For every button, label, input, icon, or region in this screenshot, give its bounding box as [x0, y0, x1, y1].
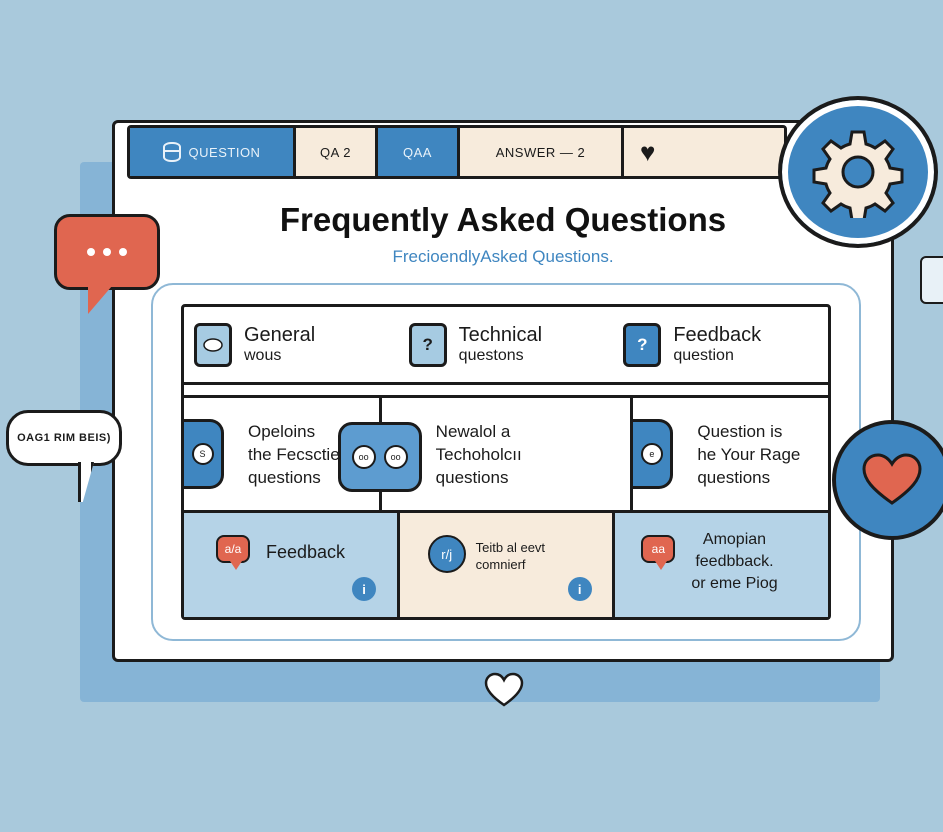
speech-bubble-icon [194, 322, 232, 367]
question-card-3[interactable]: e Question is he Your Rage questions [633, 398, 828, 510]
heart-outline-icon [484, 672, 524, 713]
toggle-icon: S [184, 419, 224, 489]
category-feedback[interactable]: ? Feedback question [613, 307, 828, 382]
typing-chat-bubble-icon [54, 214, 160, 290]
favorite-button[interactable] [832, 420, 943, 540]
category-general[interactable]: General wous [184, 307, 399, 382]
tab-answer[interactable]: ANSWER — 2 [460, 128, 624, 176]
tab-label: QA 2 [320, 144, 351, 160]
question-line: Newalol a [435, 421, 511, 441]
tab-question[interactable]: QUESTION [130, 128, 296, 176]
category-technical[interactable]: ? Technical questons [399, 307, 614, 382]
side-handle[interactable] [920, 256, 943, 304]
chat-circle-icon: r/j [427, 535, 466, 573]
category-subtitle: wous [244, 347, 282, 364]
feedback-row: a/a Feedback i r/j Teitb al eevt comnier… [184, 513, 829, 617]
faq-window: QUESTION QA 2 QAA ANSWER — 2 ♥ Frequentl… [112, 120, 894, 662]
tab-label: QAA [403, 144, 432, 160]
feedback-line: Amopian [702, 531, 767, 548]
feedback-card-1[interactable]: a/a Feedback i [184, 513, 400, 617]
category-subtitle: question [673, 347, 734, 364]
category-title: General [244, 324, 316, 346]
question-line: Question is [697, 421, 783, 441]
heart-icon: ♥ [640, 136, 656, 167]
speech-bubble-label: OAG1 RIM BEIS) [6, 410, 122, 466]
tab-favorites[interactable]: ♥ [624, 128, 784, 176]
category-row: General wous ? Technical questons ? Feed [184, 307, 828, 385]
database-icon [162, 142, 181, 162]
tab-qa-2[interactable]: QA 2 [296, 128, 378, 176]
faq-grid: General wous ? Technical questons ? Feed [181, 304, 831, 620]
feedback-line: comnierf [475, 557, 526, 572]
tab-qaa[interactable]: QAA [378, 128, 460, 176]
tab-bar: QUESTION QA 2 QAA ANSWER — 2 ♥ [127, 125, 787, 179]
speech-bubble-icon: ? [408, 322, 447, 367]
gear-icon [812, 130, 904, 218]
question-line: Techoholcıı [435, 444, 522, 464]
tab-label: QUESTION [188, 144, 261, 160]
feedback-line: feedbback. [695, 553, 774, 570]
info-icon[interactable]: i [352, 577, 376, 601]
question-line: Opeloins [248, 421, 316, 441]
feedback-title: Feedback [266, 542, 346, 562]
page-title: Frequently Asked Questions [279, 201, 727, 238]
question-bubble-icon: ? [623, 322, 662, 367]
category-title: Technical [458, 324, 543, 346]
chat-bubble-icon: a/a [216, 535, 250, 570]
question-line: questions [697, 467, 771, 487]
tab-label: ANSWER — 2 [495, 144, 586, 160]
info-icon[interactable]: i [567, 577, 592, 601]
question-line: questions [435, 467, 509, 487]
chat-bubble-tail [88, 286, 112, 314]
question-line: questions [248, 467, 321, 487]
feedback-line: Teitb al eevt [475, 540, 546, 555]
heart-icon [862, 453, 922, 505]
category-title: Feedback [673, 324, 762, 346]
category-subtitle: questons [458, 347, 524, 364]
chat-bubble-icon: aa [641, 535, 676, 570]
question-line: the Fecsctie [248, 444, 340, 464]
toggle-icon: e [633, 419, 674, 489]
feedback-card-3[interactable]: aa Amopian feedbback. or eme Piog [615, 513, 829, 617]
question-line: he Your Rage [697, 444, 801, 464]
settings-button[interactable] [778, 96, 938, 248]
feedback-card-2[interactable]: r/j Teitb al eevt comnierf i [399, 513, 616, 617]
feedback-line: or eme Piog [691, 575, 778, 592]
page-subtitle: FrecioendlyAsked Questions. [392, 247, 614, 266]
